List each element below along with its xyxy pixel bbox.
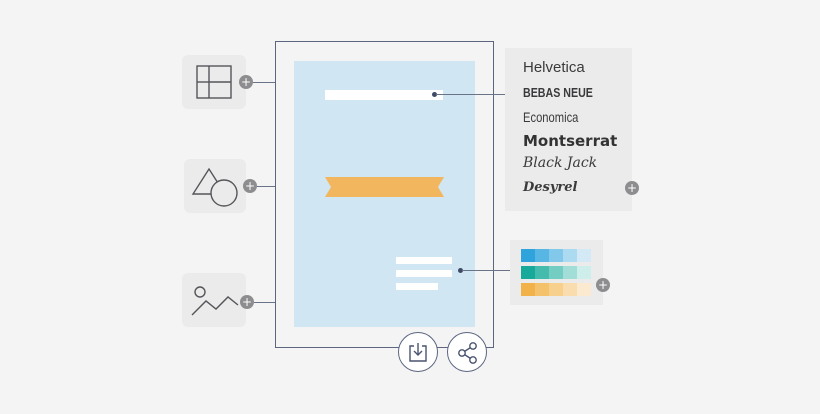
text-connector-dot	[458, 268, 463, 273]
text-line-placeholder[interactable]	[396, 270, 452, 277]
shapes-icon	[191, 167, 238, 207]
color-swatch[interactable]	[563, 249, 577, 262]
color-swatch[interactable]	[549, 283, 563, 296]
color-swatch[interactable]	[521, 249, 535, 262]
color-swatch[interactable]	[549, 266, 563, 279]
add-image-button[interactable]: +	[240, 295, 254, 309]
design-canvas	[294, 61, 475, 327]
color-swatch[interactable]	[563, 266, 577, 279]
font-option-desyrel[interactable]: Desyrel	[523, 180, 578, 195]
heading-placeholder[interactable]	[325, 90, 443, 100]
color-swatch[interactable]	[577, 283, 591, 296]
layout-tool-tile[interactable]	[182, 55, 246, 109]
text-connector-line	[462, 270, 512, 271]
shapes-tool-tile[interactable]	[184, 159, 246, 213]
download-button[interactable]	[398, 332, 438, 372]
color-swatch[interactable]	[535, 283, 549, 296]
color-swatch[interactable]	[549, 249, 563, 262]
share-button[interactable]	[447, 332, 487, 372]
heading-connector-line	[436, 94, 506, 95]
color-swatch[interactable]	[521, 283, 535, 296]
add-shape-button[interactable]: +	[243, 179, 257, 193]
image-tool-tile[interactable]	[182, 273, 246, 327]
heading-connector-dot	[432, 92, 437, 97]
page-frame	[275, 41, 494, 348]
color-swatch[interactable]	[535, 266, 549, 279]
color-swatch[interactable]	[577, 266, 591, 279]
font-panel: Helvetica BEBAS NEUE Economica Montserra…	[505, 48, 632, 211]
ribbon-banner[interactable]	[325, 177, 444, 197]
image-icon	[191, 286, 239, 316]
download-icon	[409, 343, 427, 362]
image-connector-line	[254, 302, 281, 303]
layout-grid-icon	[196, 65, 232, 99]
add-font-button[interactable]: +	[625, 181, 639, 195]
font-option-helvetica[interactable]: Helvetica	[523, 59, 585, 76]
font-option-bebas-neue[interactable]: BEBAS NEUE	[523, 85, 593, 100]
text-line-placeholder[interactable]	[396, 257, 452, 264]
color-swatch[interactable]	[563, 283, 577, 296]
share-icon	[458, 342, 477, 364]
add-color-button[interactable]: +	[596, 278, 610, 292]
layout-connector-line	[253, 82, 281, 83]
add-layout-button[interactable]: +	[239, 75, 253, 89]
color-palette-panel	[510, 240, 603, 305]
color-swatch[interactable]	[535, 249, 549, 262]
font-option-black-jack[interactable]: Black Jack	[523, 155, 598, 171]
font-option-economica[interactable]: Economica	[523, 109, 579, 125]
text-line-placeholder[interactable]	[396, 283, 438, 290]
color-swatches	[521, 249, 591, 297]
color-swatch[interactable]	[577, 249, 591, 262]
color-swatch[interactable]	[521, 266, 535, 279]
font-option-montserrat[interactable]: Montserrat	[523, 132, 618, 150]
